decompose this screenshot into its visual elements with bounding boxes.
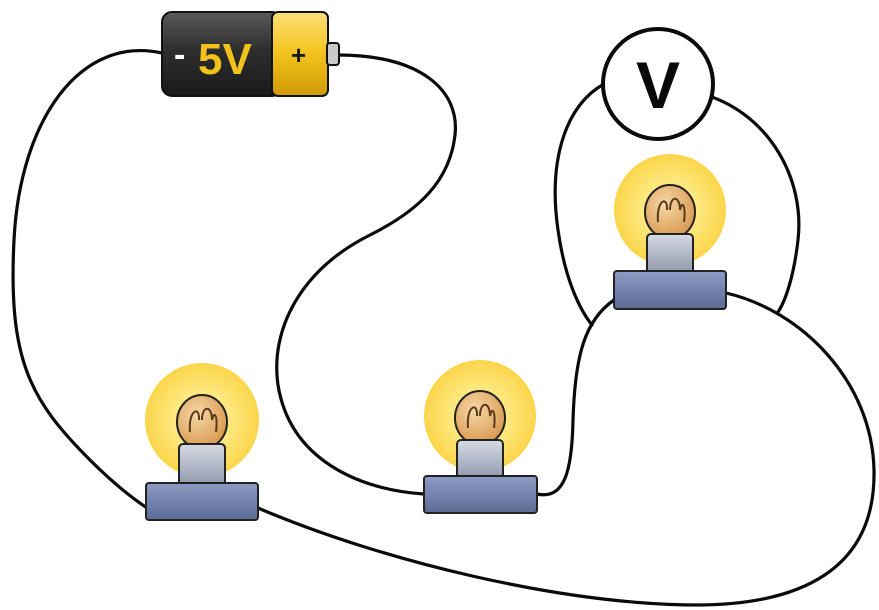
wire-battery-to-bulb-1 — [11, 49, 164, 510]
battery-terminal — [326, 42, 340, 66]
bulb-1 — [145, 363, 259, 521]
bulb-neck — [178, 443, 226, 487]
wire-battery-to-bulb-2 — [275, 53, 457, 496]
wire-bulb-1-to-bulb-3 — [256, 291, 876, 607]
bulb-base — [613, 270, 727, 310]
voltmeter-dial — [601, 27, 715, 141]
voltmeter-symbol: V — [636, 48, 680, 122]
bulb-filament — [466, 403, 496, 429]
battery-negative-label: - — [174, 36, 185, 74]
bulb-glass — [454, 390, 506, 446]
bulb-neck — [646, 233, 694, 275]
bulb-filament — [656, 197, 686, 223]
voltmeter: V — [601, 27, 715, 141]
voltmeter-right-lead — [704, 93, 801, 314]
battery-voltage-label: 5V — [198, 35, 252, 84]
bulb-base — [145, 482, 259, 521]
bulb-glass — [644, 184, 696, 240]
bulb-base — [423, 475, 538, 514]
bulb-glass — [176, 394, 228, 450]
wires — [11, 49, 876, 607]
wire-bulb-2-to-bulb-3 — [535, 298, 616, 497]
bulb-3 — [613, 154, 727, 310]
battery-positive-label: + — [291, 40, 306, 70]
battery: - 5V + — [161, 11, 340, 97]
voltmeter-left-lead — [553, 78, 614, 327]
bulb-filament — [188, 407, 218, 433]
bulb-neck — [456, 439, 504, 481]
bulb-2 — [423, 360, 538, 514]
